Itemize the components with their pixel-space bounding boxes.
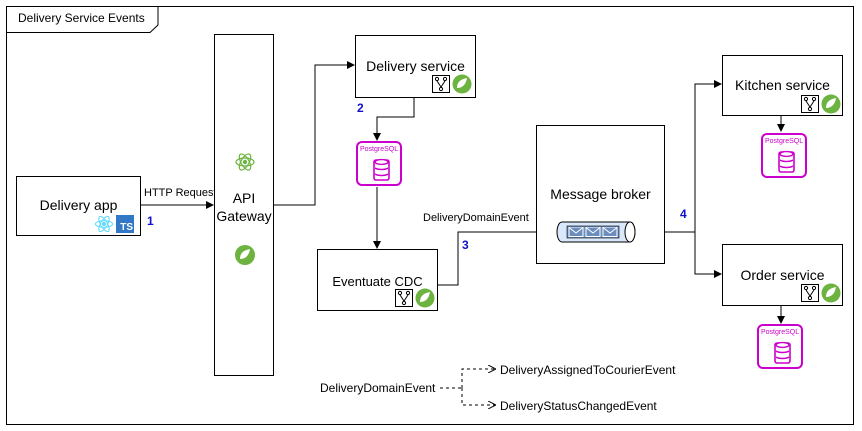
spring-icon	[821, 94, 841, 114]
order-service-label: Order service	[740, 267, 825, 283]
spring-icon	[415, 288, 435, 308]
postgresql-icon: PostgreSQL	[356, 141, 402, 186]
git-fork-icon	[432, 75, 450, 93]
react-icon	[94, 215, 114, 233]
postgresql-icon: PostgreSQL	[761, 133, 807, 178]
typescript-badge-text: TS	[120, 222, 133, 233]
diagram-frame	[6, 6, 854, 425]
git-fork-icon	[801, 284, 819, 302]
spring-icon	[821, 283, 841, 303]
step-4: 4	[680, 207, 687, 221]
eventuate-cdc-node: Eventuate CDC	[317, 249, 438, 311]
http-request-label: HTTP Request	[144, 187, 217, 199]
order-service-node: Order service	[722, 244, 843, 306]
typescript-icon: TS	[116, 215, 134, 233]
eventuate-cdc-label: Eventuate CDC	[332, 274, 423, 289]
delivery-app-node: Delivery app TS	[16, 176, 141, 236]
diagram-title: Delivery Service Events	[18, 11, 145, 25]
postgresql-label: PostgreSQL	[765, 138, 804, 145]
message-broker-node: Message broker	[536, 125, 665, 264]
step-1: 1	[147, 214, 154, 228]
postgresql-icon: PostgreSQL	[757, 324, 803, 369]
legend-target-status: DeliveryStatusChangedEvent	[500, 399, 657, 413]
kitchen-service-label: Kitchen service	[735, 77, 830, 93]
legend-edge-assigned	[461, 369, 495, 388]
edge-cdc-to-broker	[438, 228, 556, 286]
delivery-app-label: Delivery app	[39, 197, 118, 213]
edge-gateway-to-delivery-service	[274, 61, 355, 206]
legend-source: DeliveryDomainEvent	[320, 381, 436, 395]
postgresql-label: PostgreSQL	[360, 146, 399, 153]
git-fork-icon	[801, 95, 819, 113]
spring-icon	[235, 245, 255, 265]
api-gateway-label-line2: Gateway	[216, 208, 272, 224]
legend-edge-status	[461, 388, 495, 405]
delivery-service-node: Delivery service	[355, 35, 476, 98]
edge-broker-to-kitchen	[636, 80, 722, 233]
envelope-icon	[556, 221, 636, 243]
step-3: 3	[462, 238, 469, 252]
spring-icon	[452, 74, 472, 94]
api-gateway-node: API Gateway	[214, 34, 274, 376]
edge-delivery-service-to-db	[373, 98, 415, 141]
postgresql-label: PostgreSQL	[761, 329, 800, 336]
message-broker-label: Message broker	[550, 186, 651, 202]
atom-icon	[235, 153, 255, 171]
delivery-domain-event-edge-label: DeliveryDomainEvent	[423, 212, 529, 224]
title-tab	[6, 6, 159, 33]
edge-broker-to-order	[694, 232, 722, 278]
git-fork-icon	[395, 289, 413, 307]
step-2: 2	[357, 101, 364, 115]
api-gateway-label-line1: API	[232, 190, 256, 206]
delivery-service-label: Delivery service	[366, 58, 465, 74]
legend-target-assigned: DeliveryAssignedToCourierEvent	[500, 363, 676, 377]
kitchen-service-node: Kitchen service	[722, 55, 843, 116]
